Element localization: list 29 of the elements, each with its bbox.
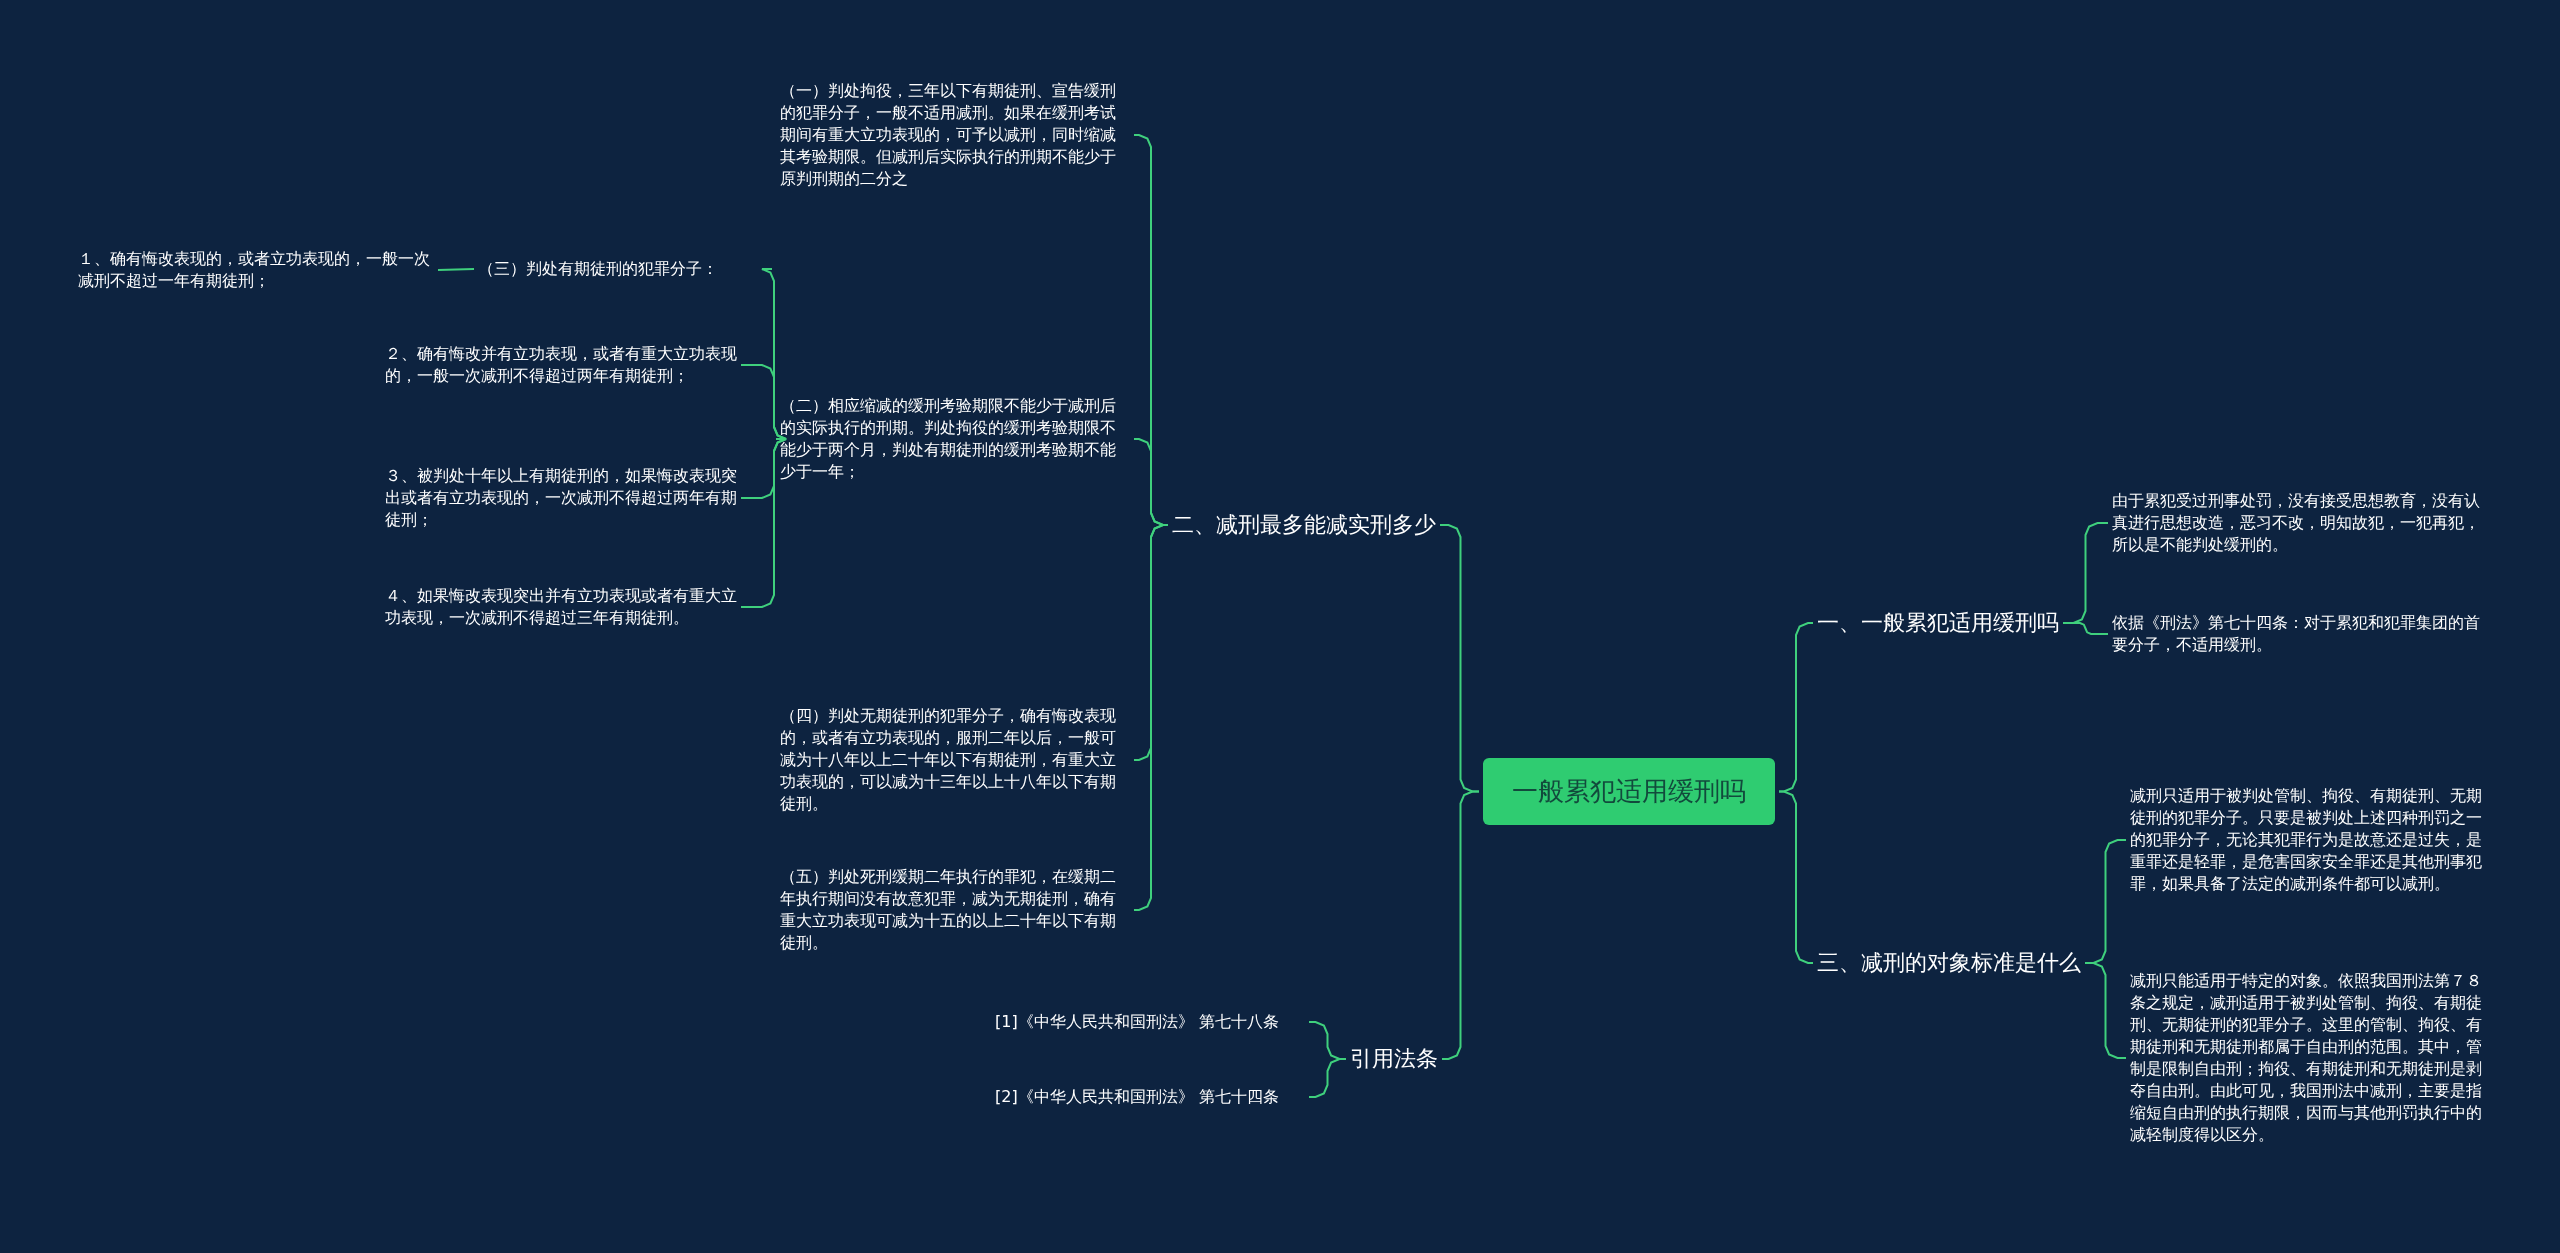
central-topic: 一般累犯适用缓刑吗 — [1483, 758, 1775, 825]
branch-connector — [1778, 790, 1814, 964]
branch-topic: 引用法条 — [1350, 1045, 1438, 1073]
branch-topic: 二、减刑最多能减实刑多少 — [1172, 511, 1436, 539]
branch-topic: 一、一般累犯适用缓刑吗 — [1817, 609, 2059, 637]
topic-text: １、确有悔改表现的，或者立功表现的，一般一次减刑不超过一年有期徒刑； — [78, 248, 431, 292]
topic-text: （五）判处死刑缓期二年执行的罪犯，在缓期二年执行期间没有故意犯罪，减为无期徒刑，确有重大立功表现可减为十五的以上二十年以下有期徒刑。 — [780, 866, 1117, 954]
branch-connector — [1308, 1058, 1347, 1098]
branch-connector — [740, 438, 787, 608]
topic-text: ４、如果悔改表现突出并有立功表现或者有重大立功表现，一次减刑不得超过三年有期徒刑。 — [385, 585, 737, 629]
topic-text: [1]《中华人民共和国刑法》 第七十八条 — [995, 1011, 1280, 1033]
branch-connector — [740, 364, 787, 440]
topic-text: （二）相应缩减的缓刑考验期限不能少于减刑后的实际执行的刑期。判处拘役的缓刑考验期限不能少于两个月，判处有期徒刑的缓刑考验期不能少于一年； — [780, 395, 1117, 483]
topic-text: 由于累犯受过刑事处罚，没有接受思想教育，没有认真进行思想改造，恶习不改，明知故犯，一犯再犯，所以是不能判处缓刑的。 — [2112, 490, 2481, 556]
topic-text: ３、被判处十年以上有期徒刑的，如果悔改表现突出或者有立功表现的，一次减刑不得超过两年有期徒刑； — [385, 465, 737, 531]
topic-text: （四）判处无期徒刑的犯罪分子，确有悔改表现的，或者有立功表现的，服刑二年以后，一般可减为十八年以上二十年以下有期徒刑，有重大立功表现的，可以减为十三年以上十八年以下有期徒刑。 — [780, 705, 1117, 815]
branch-connector — [437, 268, 475, 271]
topic-text: （三）判处有期徒刑的犯罪分子： — [478, 258, 719, 280]
topic-text: 减刑只适用于被判处管制、拘役、有期徒刑、无期徒刑的犯罪分子。只要是被判处上述四种刑罚之一的犯罪分子，无论其犯罪行为是故意还是过失，是重罪还是轻罪，是危害国家安全罪还是其他刑事犯罪，如果具备了法定的减刑条件都可以减刑。 — [2130, 785, 2483, 895]
topic-text: （一）判处拘役，三年以下有期徒刑、宣告缓刑的犯罪分子，一般不适用减刑。如果在缓刑考试期间有重大立功表现的，可予以减刑，同时缩减其考验期限。但减刑后实际执行的刑期不能少于原判刑期的二分之 — [780, 80, 1117, 190]
branch-connector — [1441, 790, 1480, 1060]
topic-text: 依据《刑法》第七十四条：对于累犯和犯罪集团的首要分子，不适用缓刑。 — [2112, 612, 2481, 656]
branch-connector — [2084, 962, 2127, 1059]
branch-connector — [2062, 622, 2109, 635]
topic-text: ２、确有悔改并有立功表现，或者有重大立功表现的，一般一次减刑不得超过两年有期徒刑； — [385, 343, 737, 387]
branch-connector — [1133, 524, 1169, 911]
topic-text: [2]《中华人民共和国刑法》 第七十四条 — [995, 1086, 1280, 1108]
branch-topic: 三、减刑的对象标准是什么 — [1817, 949, 2081, 977]
topic-text: 减刑只能适用于特定的对象。依照我国刑法第７８条之规定，减刑适用于被判处管制、拘役、有期徒刑、无期徒刑的犯罪分子。这里的管制、拘役、有期徒刑和无期徒刑都属于自由刑的范围。其中，管制是限制自由刑；拘役、有期徒刑和无期徒刑是剥夺自由刑。由此可见，我国刑法中减刑，主要是指缩短自由刑的执行期限，因而与其他刑罚执行中的减轻制度得以区分。 — [2130, 970, 2483, 1146]
